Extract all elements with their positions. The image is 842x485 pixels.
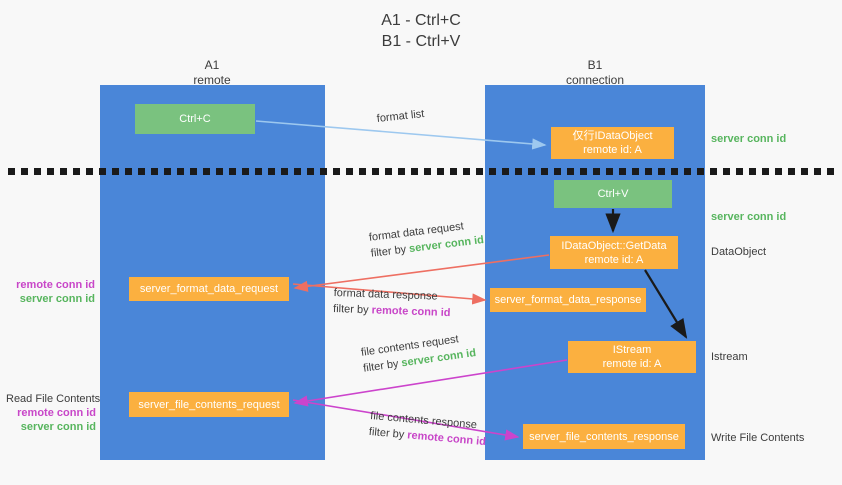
label-server-conn-id-mid: server conn id [711, 211, 787, 223]
label-server-conn-id-lower: server conn id [20, 421, 96, 433]
box-server-format-data-response-label: server_format_data_response [494, 294, 642, 306]
box-server-file-contents-request-label: server_file_contents_request [138, 398, 280, 411]
arrow-label-format-data-response-filter-prefix: filter by [332, 302, 372, 317]
box-istream-title: IStream [612, 344, 652, 356]
label-read-file-contents: Read File Contents [6, 393, 101, 405]
arrow-label-format-data-response: format data response filter by remote co… [333, 285, 451, 321]
arrow-label-format-data-request: format data request filter by server con… [368, 216, 485, 262]
box-server-file-contents-request[interactable]: server_file_contents_request [129, 392, 289, 417]
lane-header-a1: A1 remote [132, 58, 292, 88]
arrow-label-file-contents-response-filter-prefix: filter by [368, 425, 408, 442]
box-istream-subtitle: remote id: A [602, 358, 662, 370]
box-ctrl-c-label: Ctrl+C [179, 113, 211, 125]
arrow-label-format-list-line1: format list [376, 108, 425, 125]
label-dataobject: DataObject [711, 246, 767, 258]
diagram-title: A1 - Ctrl+C B1 - Ctrl+V [0, 10, 842, 52]
box-getdata-subtitle: remote id: A [584, 253, 644, 266]
box-server-format-data-request[interactable]: server_format_data_request [129, 277, 289, 301]
lane-header-b1-subtitle: connection [565, 73, 625, 87]
box-ctrl-c[interactable]: Ctrl+C [135, 104, 255, 134]
arrow-label-file-contents-request-filter-prefix: filter by [362, 357, 403, 375]
box-ctrl-v[interactable]: Ctrl+V [554, 180, 672, 208]
box-getdata-title: IDataObject::GetData [561, 239, 667, 252]
label-remote-conn-id-lower: remote conn id [17, 407, 96, 419]
box-idataobject[interactable]: 仅行IDataObject remote id: A [551, 127, 674, 159]
box-istream[interactable]: IStream remote id: A [568, 341, 696, 373]
label-remote-conn-id-upper: remote conn id [16, 279, 95, 291]
label-server-conn-id-top: server conn id [711, 133, 787, 145]
label-group-conn-ids-upper: remote conn id server conn id [10, 278, 95, 306]
box-server-file-contents-response-label: server_file_contents_response [529, 430, 679, 443]
lane-header-a1-title: A1 [204, 58, 220, 72]
box-idataobject-getdata[interactable]: IDataObject::GetData remote id: A [550, 236, 678, 269]
box-ctrl-v-label: Ctrl+V [597, 188, 629, 200]
box-server-file-contents-response[interactable]: server_file_contents_response [523, 424, 685, 449]
arrow-label-format-data-request-filter-prefix: filter by [370, 243, 410, 260]
lane-header-b1-title: B1 [587, 58, 603, 72]
label-istream: Istream [711, 351, 748, 363]
arrow-label-file-contents-response-filter-value: remote conn id [406, 429, 487, 449]
box-server-format-data-response[interactable]: server_format_data_response [490, 288, 646, 312]
box-server-format-data-request-label: server_format_data_request [139, 283, 279, 295]
boundary-dashed-line [8, 168, 838, 175]
title-line-2: B1 - Ctrl+V [381, 33, 461, 50]
label-server-conn-id-upper: server conn id [19, 293, 95, 305]
box-idataobject-subtitle: remote id: A [583, 144, 642, 156]
label-write-file-contents: Write File Contents [711, 432, 805, 444]
arrow-label-file-contents-response: file contents response filter by remote … [368, 408, 488, 450]
lane-header-a1-subtitle: remote [193, 73, 231, 87]
arrow-label-format-data-response-filter-value: remote conn id [371, 304, 451, 320]
box-idataobject-title: 仅行IDataObject [572, 130, 653, 142]
label-group-conn-ids-lower: Read File Contents remote conn id server… [6, 392, 101, 434]
arrow-label-file-contents-request: file contents request filter by server c… [360, 329, 477, 377]
arrow-label-format-list: format list [376, 106, 425, 127]
lane-header-b1: B1 connection [515, 58, 675, 88]
title-line-1: A1 - Ctrl+C [381, 12, 461, 29]
